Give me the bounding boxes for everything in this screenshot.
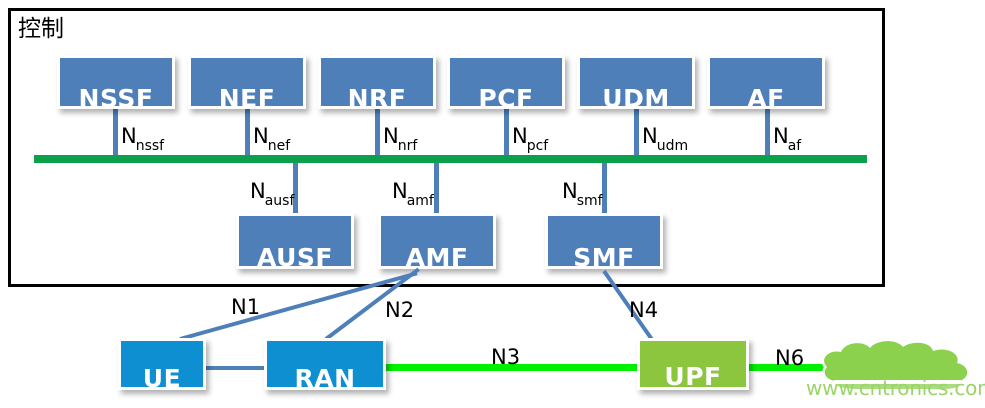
node-ran[interactable]: RAN [264,338,386,390]
node-nef[interactable]: NEF [188,55,306,109]
node-upf-label: UPF [664,362,722,390]
node-af[interactable]: AF [707,55,825,109]
stub-nef [245,108,250,160]
node-nssf[interactable]: NSSF [57,55,175,109]
node-udm-label: UDM [602,84,670,109]
reference-label-n1: N1 [231,295,261,319]
control-plane-title: 控制 [18,16,64,42]
reference-label-n3: N3 [491,345,521,369]
node-upf[interactable]: UPF [637,338,749,390]
interface-label-nsmf: Nsmf [562,179,603,210]
node-amf[interactable]: AMF [378,213,496,269]
reference-label-n2: N2 [385,298,415,322]
interface-label-nudm: Nudm [642,124,689,155]
node-smf[interactable]: SMF [545,213,663,269]
stub-nssf [113,108,118,160]
node-smf-label: SMF [573,243,635,269]
node-ue[interactable]: UE [118,338,206,390]
stub-pcf [504,108,509,160]
stub-af [765,108,770,160]
reference-label-n6: N6 [775,346,805,370]
interface-label-naf: Naf [773,124,802,155]
node-ausf[interactable]: AUSF [236,213,354,269]
node-nef-label: NEF [218,84,276,109]
node-pcf[interactable]: PCF [447,55,565,109]
stub-nrf [375,108,380,160]
stub-amf [434,158,439,214]
link-ue-ran [205,366,268,370]
node-nssf-label: NSSF [78,84,154,109]
stub-udm [634,108,639,160]
interface-label-npcf: Npcf [512,124,549,155]
node-nrf[interactable]: NRF [318,55,436,109]
interface-label-namf: Namf [392,179,434,210]
interface-label-nnssf: Nnssf [121,124,165,155]
reference-label-n4: N4 [629,298,659,322]
node-pcf-label: PCF [478,84,534,109]
watermark: www.cntronics.com [806,376,985,400]
node-udm[interactable]: UDM [577,55,695,109]
stub-smf [602,158,607,214]
node-ausf-label: AUSF [257,243,333,269]
node-af-label: AF [747,84,785,109]
node-amf-label: AMF [405,243,469,269]
node-nrf-label: NRF [347,84,407,109]
link-n3 [384,364,642,371]
data-network-cloud [815,338,983,396]
interface-label-nnrf: Nnrf [383,124,418,155]
service-based-bus [34,155,867,163]
node-ran-label: RAN [294,364,356,390]
node-ue-label: UE [142,364,182,390]
link-n6 [745,364,830,371]
interface-label-nausf: Nausf [250,179,295,210]
stub-ausf [293,158,298,214]
interface-label-nnef: Nnef [253,124,291,155]
cloud-icon [821,338,970,394]
